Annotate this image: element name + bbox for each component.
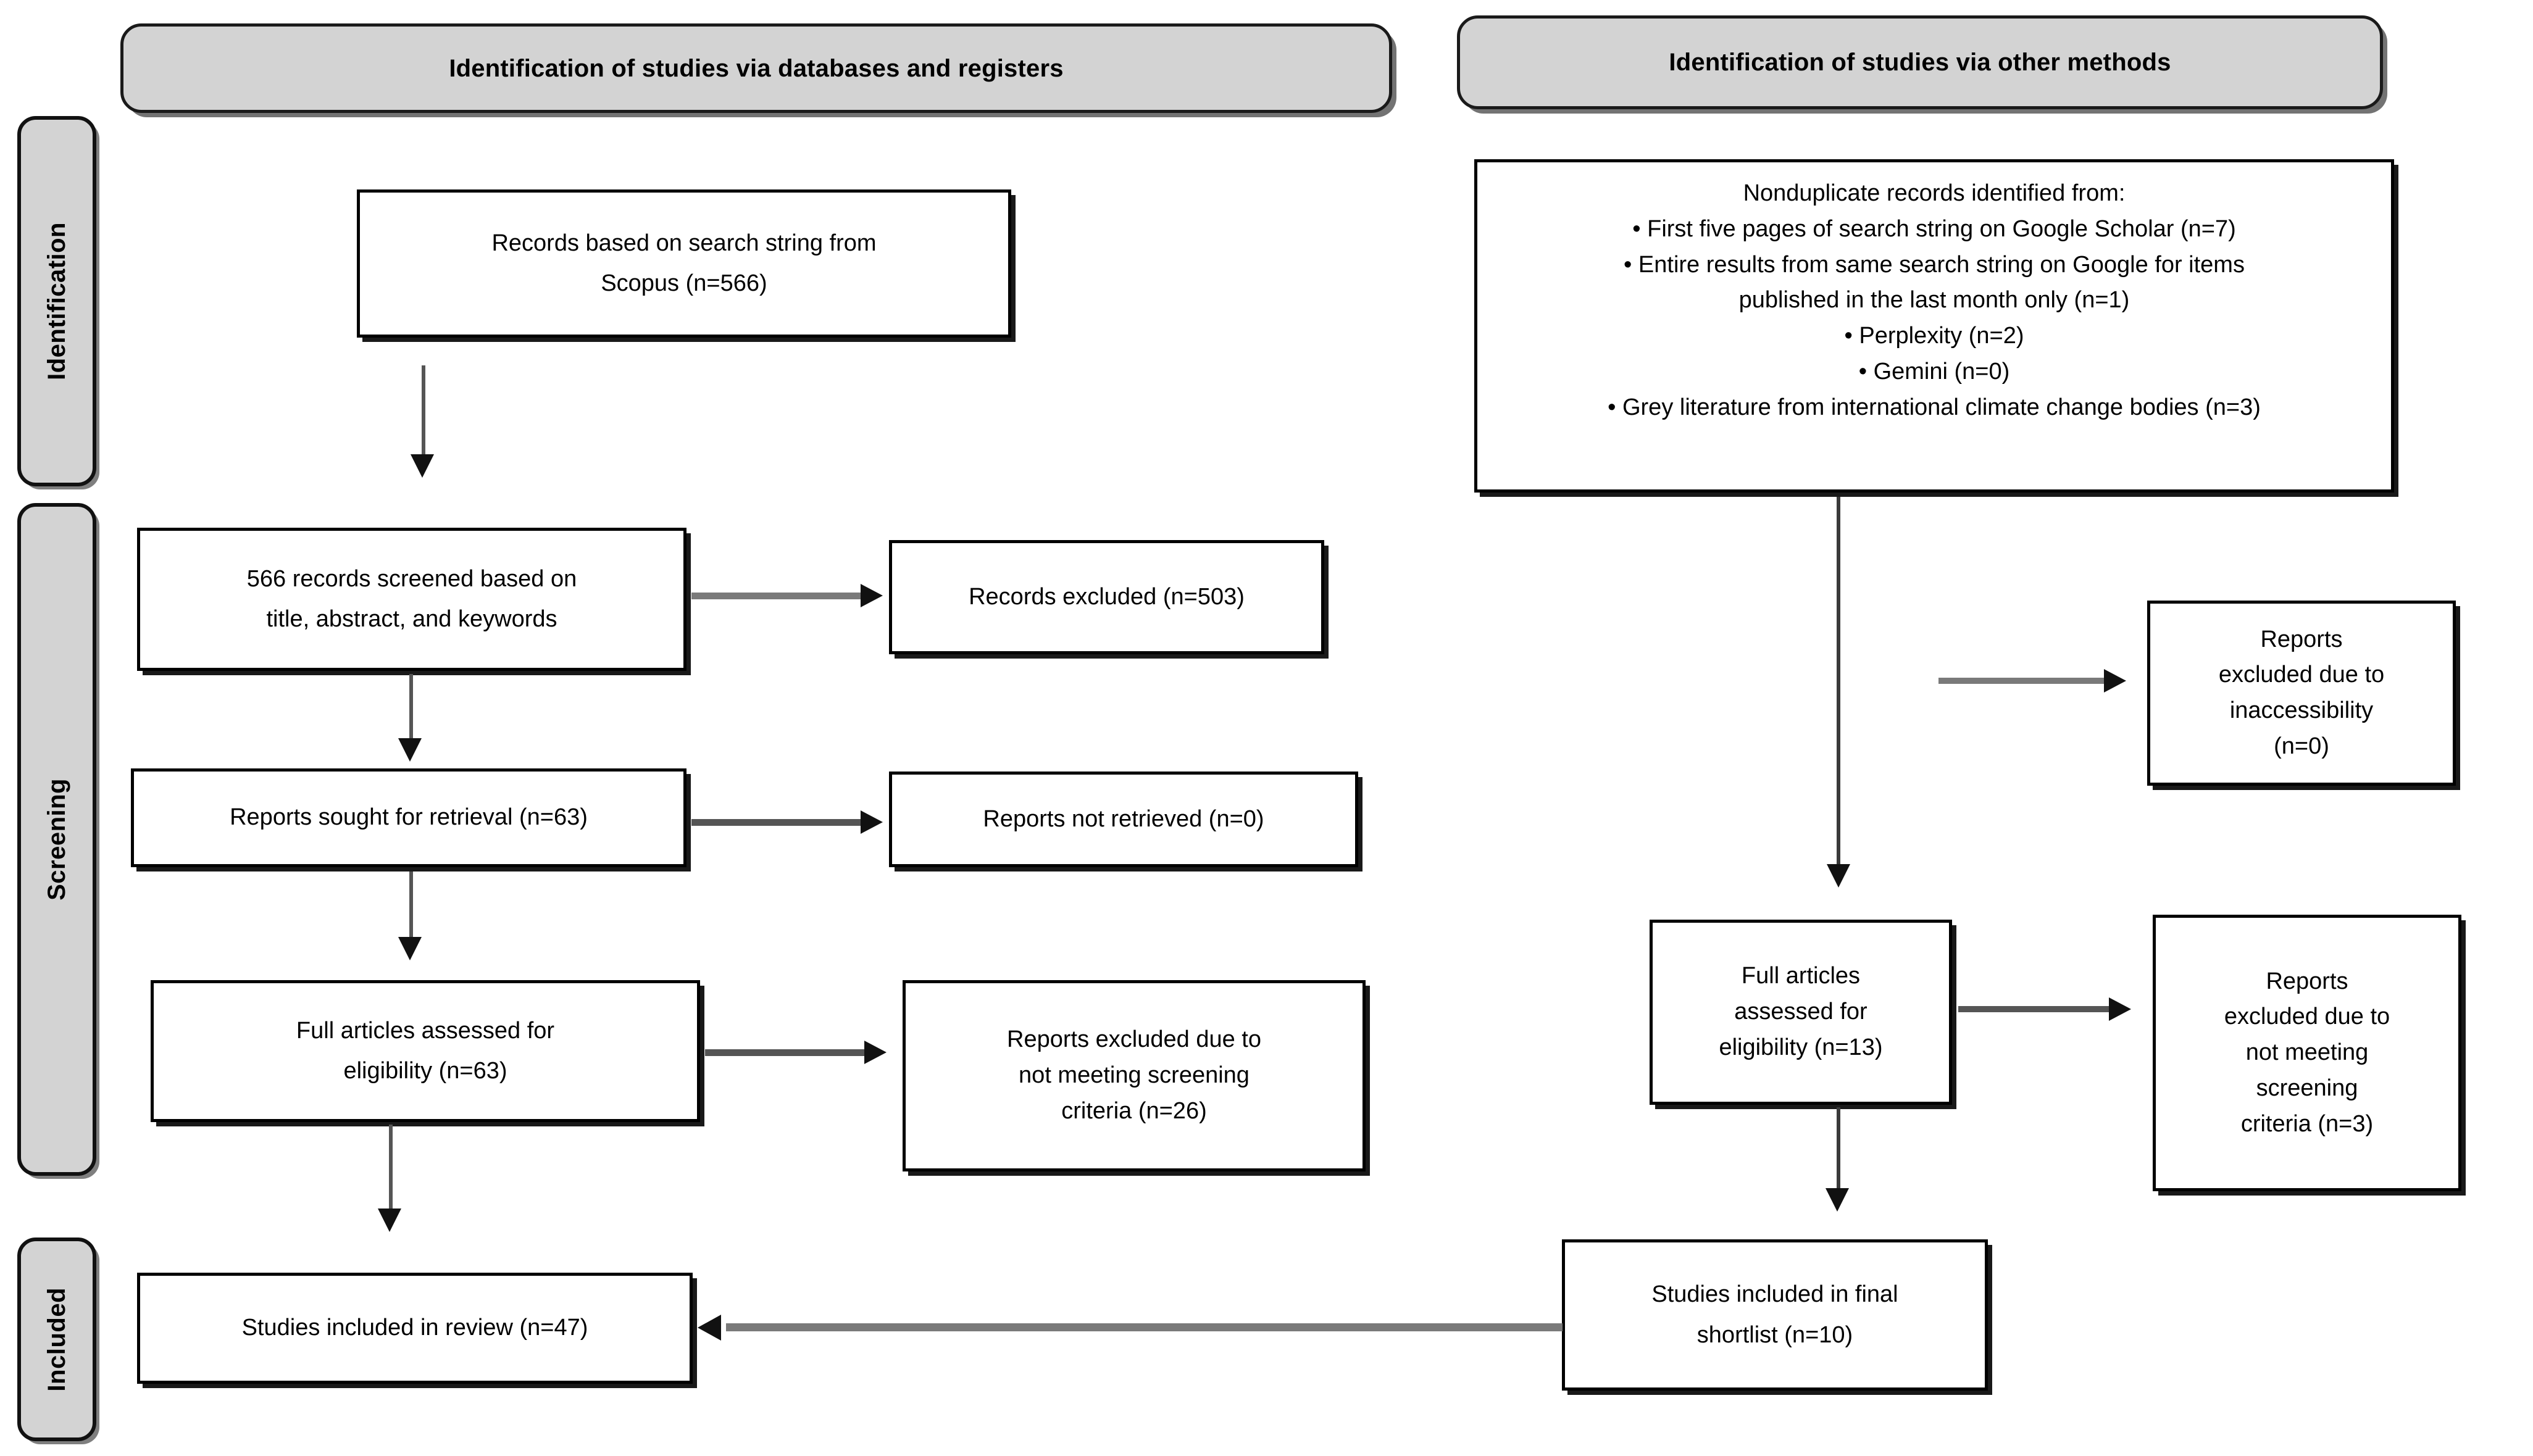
nonduplicate-bullet-google-scholar: • First five pages of search string on G… <box>1632 215 2236 242</box>
nonduplicate-bullet-google-line2: published in the last month only (n=1) <box>1738 287 2130 314</box>
box-reports-not-retrieved: Reports not retrieved (n=0) <box>889 772 1358 867</box>
connector-scopus-to-screened-line <box>422 365 425 459</box>
connector-shortlist-to-review-line <box>726 1323 1563 1331</box>
phase-tab-identification: Identification <box>17 116 96 486</box>
connector-sought-to-fullarticles-line <box>409 872 413 952</box>
connector-fullarticles-right-to-shortlist-arrow <box>1826 1188 1849 1212</box>
column-header-other-methods: Identification of studies via other meth… <box>1457 15 2383 109</box>
nonduplicate-records-list: Nonduplicate records identified from: • … <box>1493 176 2375 425</box>
column-header-databases-label: Identification of studies via databases … <box>449 54 1064 82</box>
phase-tab-included-label: Included <box>43 1287 70 1392</box>
box-records-identified-scopus-text: Records based on search string from Scop… <box>491 230 877 296</box>
connector-screened-to-sought-arrow <box>398 738 422 762</box>
box-reports-excluded-criteria-right-text: Reports excluded due to not meeting scre… <box>2224 968 2390 1137</box>
box-reports-not-retrieved-text: Reports not retrieved (n=0) <box>983 805 1264 832</box>
box-records-excluded-text: Records excluded (n=503) <box>969 583 1245 610</box>
connector-sought-to-notretrieved-line <box>691 819 864 826</box>
box-reports-excluded-inaccessibility-text: Reports excluded due to inaccessibility … <box>2218 626 2385 759</box>
connector-fullarticles-to-included-line <box>389 1125 393 1223</box>
box-reports-excluded-criteria-right: Reports excluded due to not meeting scre… <box>2153 915 2461 1191</box>
connector-nonduplicate-to-fullarticles-line <box>1837 497 1840 880</box>
box-reports-excluded-inaccessibility: Reports excluded due to inaccessibility … <box>2147 601 2456 786</box>
connector-fullarticles-to-excluded-arrow <box>864 1041 887 1064</box>
phase-tab-screening: Screening <box>17 503 96 1176</box>
connector-fullarticles-to-included-arrow <box>378 1208 401 1232</box>
phase-tab-screening-label: Screening <box>43 778 70 901</box>
connector-fullarticles-right-to-excluded-arrow <box>2109 997 2131 1021</box>
connector-scopus-to-screened-arrow <box>411 454 434 478</box>
box-studies-final-shortlist-text: Studies included in final shortlist (n=1… <box>1651 1281 1898 1348</box>
box-full-articles-assessed-right: Full articles assessed for eligibility (… <box>1650 920 1952 1105</box>
box-nonduplicate-records: Nonduplicate records identified from: • … <box>1474 159 2394 493</box>
connector-sought-to-fullarticles-arrow <box>398 937 422 960</box>
nonduplicate-bullet-grey-literature: • Grey literature from international cli… <box>1608 394 2261 420</box>
box-full-articles-assessed-left: Full articles assessed for eligibility (… <box>151 980 700 1122</box>
nonduplicate-bullet-gemini: • Gemini (n=0) <box>1858 358 2010 385</box>
phase-tab-included: Included <box>17 1238 96 1441</box>
nonduplicate-bullet-perplexity: • Perplexity (n=2) <box>1844 323 2024 349</box>
connector-screened-to-sought-line <box>409 674 413 754</box>
box-reports-excluded-criteria-left: Reports excluded due to not meeting scre… <box>903 980 1366 1171</box>
box-full-articles-assessed-left-text: Full articles assessed for eligibility (… <box>296 1017 555 1084</box>
connector-screened-to-excluded-line <box>691 593 864 599</box>
box-reports-sought-text: Reports sought for retrieval (n=63) <box>230 804 588 831</box>
connector-nonduplicate-to-fullarticles-arrow <box>1827 864 1850 888</box>
box-reports-sought: Reports sought for retrieval (n=63) <box>131 768 686 867</box>
connector-to-inaccessibility-line <box>1938 678 2108 684</box>
box-reports-excluded-criteria-left-text: Reports excluded due to not meeting scre… <box>1007 1026 1261 1124</box>
box-studies-final-shortlist: Studies included in final shortlist (n=1… <box>1562 1239 1988 1391</box>
box-full-articles-assessed-right-text: Full articles assessed for eligibility (… <box>1719 963 1883 1060</box>
connector-fullarticles-to-excluded-line <box>705 1049 869 1056</box>
nonduplicate-lead: Nonduplicate records identified from: <box>1743 180 2126 206</box>
box-studies-included-review-text: Studies included in review (n=47) <box>241 1315 588 1341</box>
connector-screened-to-excluded-arrow <box>861 584 883 607</box>
phase-tab-identification-label: Identification <box>43 222 70 380</box>
connector-sought-to-notretrieved-arrow <box>861 810 883 834</box>
connector-to-inaccessibility-arrow <box>2104 669 2126 693</box>
connector-fullarticles-right-to-excluded-line <box>1958 1006 2114 1012</box>
nonduplicate-bullet-google-line1: • Entire results from same search string… <box>1624 251 2245 278</box>
box-records-screened-text: 566 records screened based on title, abs… <box>246 565 577 632</box>
box-records-screened: 566 records screened based on title, abs… <box>137 528 686 671</box>
connector-shortlist-to-review-arrow <box>698 1315 721 1341</box>
connector-fullarticles-right-to-shortlist-line <box>1837 1107 1840 1197</box>
box-studies-included-review: Studies included in review (n=47) <box>137 1273 693 1384</box>
column-header-databases: Identification of studies via databases … <box>120 23 1392 113</box>
box-records-identified-scopus: Records based on search string from Scop… <box>357 189 1011 338</box>
column-header-other-methods-label: Identification of studies via other meth… <box>1669 49 2171 76</box>
box-records-excluded: Records excluded (n=503) <box>889 540 1324 654</box>
